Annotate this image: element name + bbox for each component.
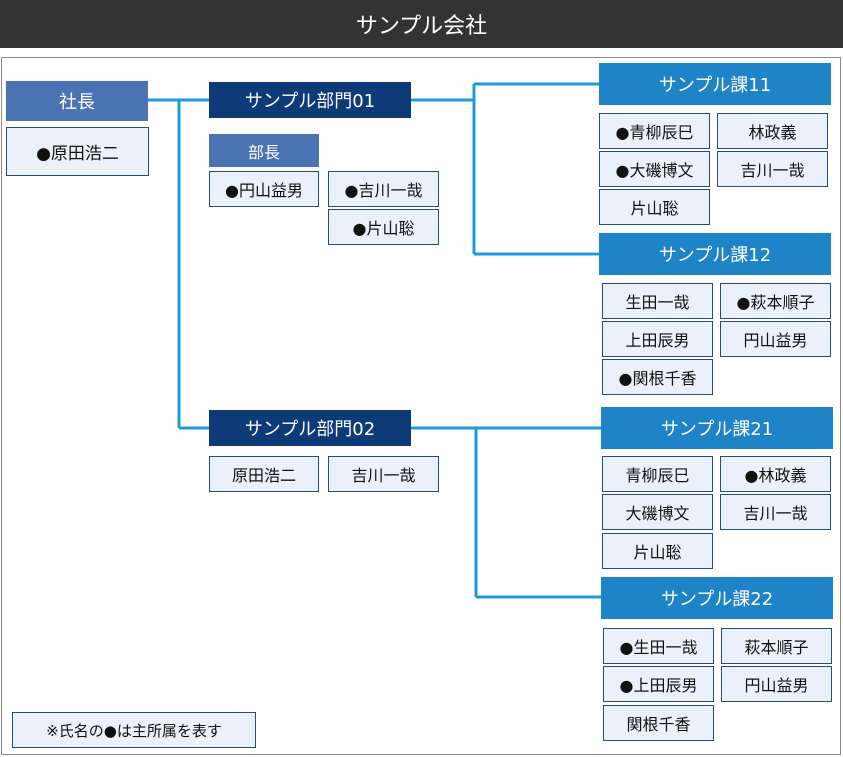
- president-header: 社長: [6, 81, 148, 121]
- sec12-member: ●萩本順子: [720, 283, 831, 319]
- sec12-header: サンプル課12: [599, 233, 831, 275]
- sec22-member: ●上田辰男: [603, 666, 714, 702]
- dept02-header: サンプル部門02: [209, 410, 411, 446]
- sec22-member: 萩本順子: [721, 628, 832, 664]
- sec22-header: サンプル課22: [601, 577, 833, 619]
- dept02-member: 原田浩二: [209, 456, 319, 492]
- sec12-member: 円山益男: [720, 321, 831, 357]
- page-title: サンプル会社: [0, 0, 843, 48]
- org-chart-frame: [1, 57, 841, 755]
- sec11-member: 林政義: [717, 113, 828, 149]
- sec22-member: 円山益男: [721, 666, 832, 702]
- dept02-member: 吉川一哉: [328, 456, 439, 492]
- sec12-member: ●関根千香: [602, 359, 713, 395]
- sec11-member: 片山聡: [599, 189, 710, 225]
- sec21-member: 大磯博文: [602, 494, 713, 530]
- dept01-manager-header: 部長: [209, 134, 319, 167]
- sec22-member: ●生田一哉: [603, 628, 714, 664]
- sec12-member: 上田辰男: [602, 321, 713, 357]
- dept01-member: ●円山益男: [209, 171, 319, 207]
- sec22-member: 関根千香: [603, 705, 714, 741]
- legend-note: ※氏名の●は主所属を表す: [12, 712, 256, 748]
- sec11-member: 吉川一哉: [717, 151, 828, 187]
- sec12-member: 生田一哉: [602, 283, 713, 319]
- sec21-member: ●林政義: [720, 456, 831, 492]
- sec21-member: 吉川一哉: [720, 494, 831, 530]
- sec11-member: ●青柳辰巳: [599, 113, 710, 149]
- sec21-member: 片山聡: [602, 533, 713, 569]
- dept01-member: ●吉川一哉: [328, 171, 439, 207]
- sec11-header: サンプル課11: [599, 63, 831, 105]
- sec21-member: 青柳辰巳: [602, 456, 713, 492]
- dept01-header: サンプル部門01: [209, 82, 411, 118]
- president-name: ●原田浩二: [6, 127, 149, 176]
- dept01-member: ●片山聡: [328, 209, 439, 245]
- sec11-member: ●大磯博文: [599, 151, 710, 187]
- sec21-header: サンプル課21: [601, 407, 833, 449]
